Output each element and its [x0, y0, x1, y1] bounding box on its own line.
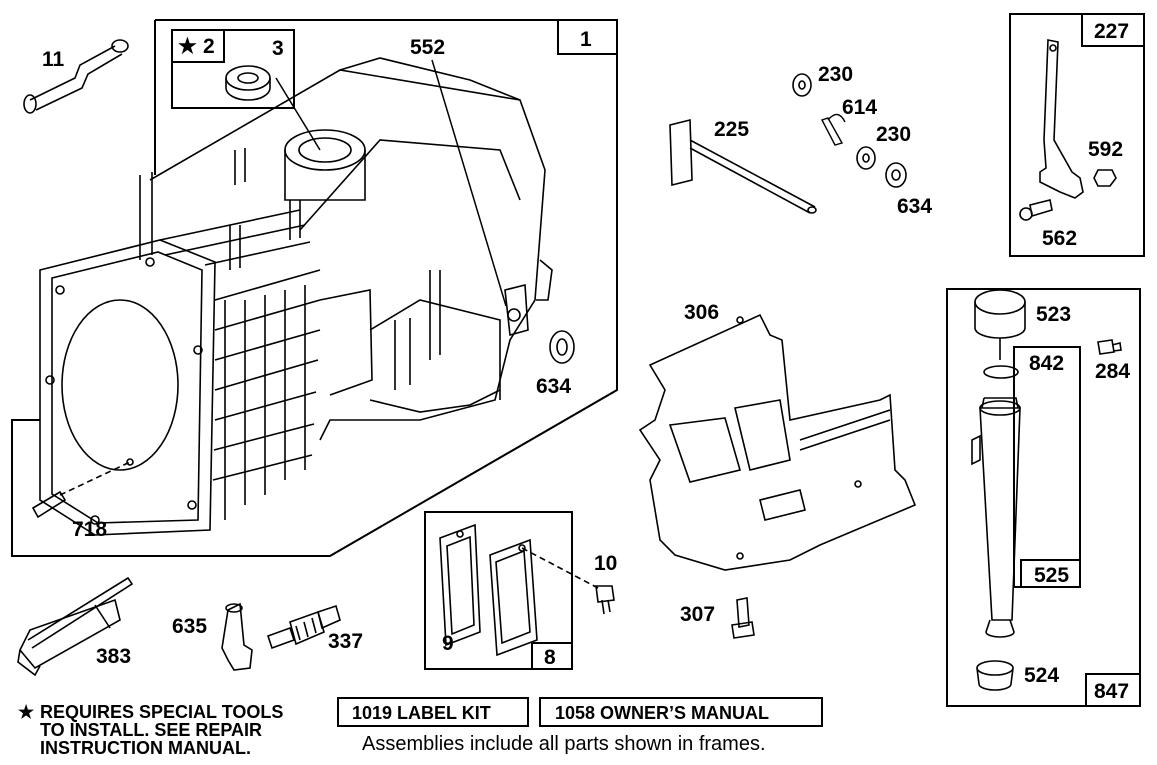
o-ring-part-842 — [983, 365, 1019, 379]
label-kit-box — [337, 697, 529, 727]
frame-2-outline — [171, 29, 295, 109]
callout-634-block: 634 — [536, 375, 571, 398]
special-tools-note-line-3: INSTRUCTION MANUAL. — [40, 738, 251, 758]
baffle-part-306 — [638, 313, 917, 571]
frame-2-number-box — [171, 29, 225, 63]
bolt-part-307 — [731, 597, 755, 639]
callout-552: 552 — [410, 36, 445, 59]
breather-tube-part-11 — [23, 39, 129, 114]
special-tools-note-line-2: TO INSTALL. SEE REPAIR — [40, 720, 262, 740]
frame-2-number: 2 — [203, 35, 215, 58]
callout-230-top: 230 — [818, 63, 853, 86]
frame-1-outline — [11, 19, 618, 557]
callout-718: 718 — [72, 518, 107, 541]
frame-525-number-box — [1020, 559, 1081, 588]
seal-part-634-block — [549, 330, 575, 364]
callout-634-shaft: 634 — [897, 195, 932, 218]
frame-8-outline — [424, 511, 573, 670]
callout-307: 307 — [680, 603, 715, 626]
screw-part-284 — [1097, 339, 1122, 355]
callout-9: 9 — [442, 632, 454, 655]
seal-part-3 — [225, 65, 271, 101]
washer-part-230-top — [792, 73, 812, 97]
washer-part-230-bottom — [856, 146, 876, 170]
frame-8-number-box — [531, 642, 573, 670]
label-kit-text: 1019 LABEL KIT — [352, 703, 491, 723]
callout-306: 306 — [684, 301, 719, 324]
frame-847-number: 847 — [1094, 680, 1129, 703]
breather-cover-drawing — [439, 523, 599, 657]
callout-10: 10 — [594, 552, 617, 575]
callout-225: 225 — [714, 118, 749, 141]
callout-842: 842 — [1029, 352, 1064, 375]
frame-227-number: 227 — [1094, 20, 1129, 43]
leader-552 — [431, 59, 507, 307]
engine-block-drawing — [39, 57, 553, 536]
frame-847-outline — [946, 288, 1141, 707]
frame-525-outline — [1013, 346, 1081, 588]
callout-3: 3 — [272, 37, 284, 60]
frame-847-number-box — [1085, 673, 1141, 707]
star-icon: ★ — [18, 702, 35, 722]
governor-shaft-part-225 — [669, 118, 817, 214]
special-tools-note-line-1: REQUIRES SPECIAL TOOLS — [40, 702, 283, 722]
frame-8-number: 8 — [544, 646, 556, 669]
frame-525-number: 525 — [1034, 564, 1069, 587]
callout-562: 562 — [1042, 227, 1077, 250]
screw-part-10 — [595, 585, 615, 615]
callout-284: 284 — [1095, 360, 1130, 383]
dipstick-tube-part-525 — [971, 397, 1021, 638]
clip-part-614 — [821, 113, 846, 146]
frame-1-number: 1 — [580, 28, 592, 51]
owners-manual-box — [539, 697, 823, 727]
callout-592: 592 — [1088, 138, 1123, 161]
nut-part-634-shaft — [885, 162, 907, 188]
governor-lever-drawing — [1019, 39, 1117, 221]
callout-523: 523 — [1036, 303, 1071, 326]
callout-635: 635 — [172, 615, 207, 638]
grommet-part-524 — [976, 660, 1014, 691]
callout-614: 614 — [842, 96, 877, 119]
leader-3 — [275, 77, 321, 151]
frame-227-outline — [1009, 13, 1145, 257]
callout-383: 383 — [96, 645, 131, 668]
callout-337: 337 — [328, 630, 363, 653]
assemblies-note: Assemblies include all parts shown in fr… — [362, 733, 766, 755]
spark-plug-part-337 — [266, 604, 341, 650]
callout-11: 11 — [42, 48, 65, 71]
spark-plug-boot-part-635 — [221, 602, 253, 671]
dowel-part-718 — [31, 461, 131, 519]
owners-manual-text: 1058 OWNER’S MANUAL — [555, 703, 769, 723]
callout-524: 524 — [1024, 664, 1059, 687]
dipstick-cap-part-523 — [974, 289, 1026, 360]
frame-1-number-box — [557, 19, 618, 55]
frame-227-number-box — [1081, 13, 1145, 47]
star-icon: ★ — [178, 35, 197, 58]
callout-230-bottom: 230 — [876, 123, 911, 146]
tool-part-383 — [17, 576, 134, 677]
